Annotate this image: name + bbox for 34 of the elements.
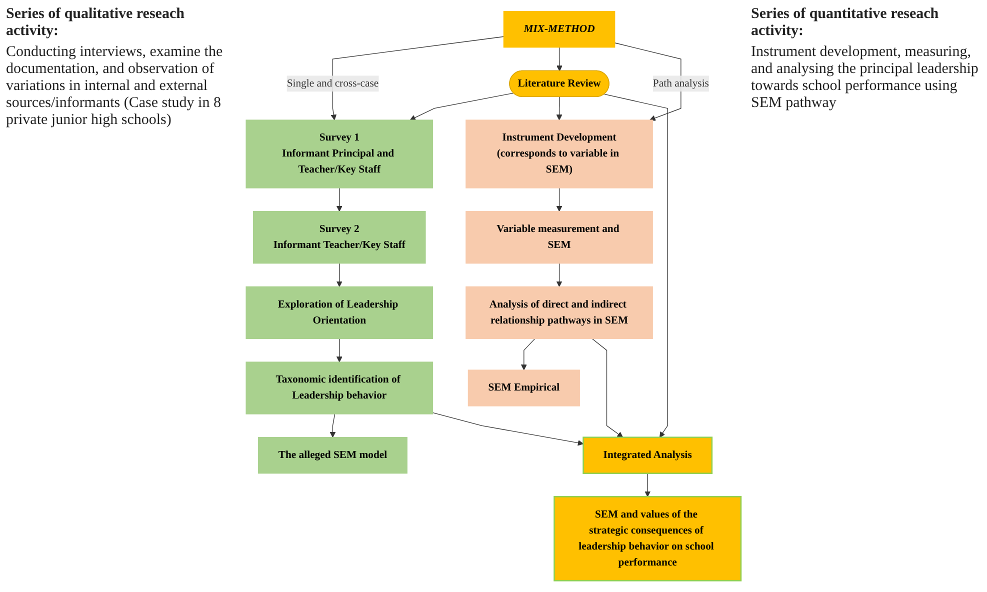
arrow [556,263,562,287]
arrow [592,338,624,438]
arrow [330,36,504,120]
node-box: Instrument Development (corresponds to variable in SEM) [466,120,653,188]
arrow [330,414,336,438]
description-text: Instrument development, measuring, and analysing the principal leadership towards school performance using SEM pathway [751,44,980,112]
description-text: Conducting interviews, examine the documentation, and observation of variations in internal and external sources/informants (Case study in 8 private junior high schools) [6,44,224,129]
arrow [432,412,584,446]
node-box: Variable measurement and SEM [466,211,653,264]
heading-text: Series of quantitative reseach activity: [751,6,940,40]
node-box: The alleged SEM model [258,437,408,474]
arrow [556,188,562,212]
node-box: MIX-METHOD [503,11,616,48]
node-box: SEM Empirical [468,370,580,406]
arrow [520,338,536,370]
arrow [556,96,562,120]
arrow [604,94,668,438]
arrow [614,42,682,121]
arrow [644,473,651,497]
edge-label: Single and cross-case [286,78,379,89]
node-box: Taxonomic identification of Leadership behavior [246,362,434,414]
node-box: Integrated Analysis [582,436,713,474]
edge-label: Path analysis [652,78,709,89]
arrow [556,47,562,72]
arrow [410,92,514,120]
node-box: Exploration of Leadership Orientation [246,286,434,339]
heading-text: Series of qualitative reseach activity: [6,6,186,40]
node-box: Survey 1 Informant Principal and Teacher/Key Staff [246,120,434,188]
arrow [336,188,342,212]
node-box: SEM and values of the strategic consequences of leadership behavior on school performance [554,496,742,582]
node-box: Analysis of direct and indirect relationship pathways in SEM [466,286,653,339]
arrow [336,263,342,287]
arrow [336,338,342,362]
node-box: Survey 2 Informant Teacher/Key Staff [253,211,426,264]
